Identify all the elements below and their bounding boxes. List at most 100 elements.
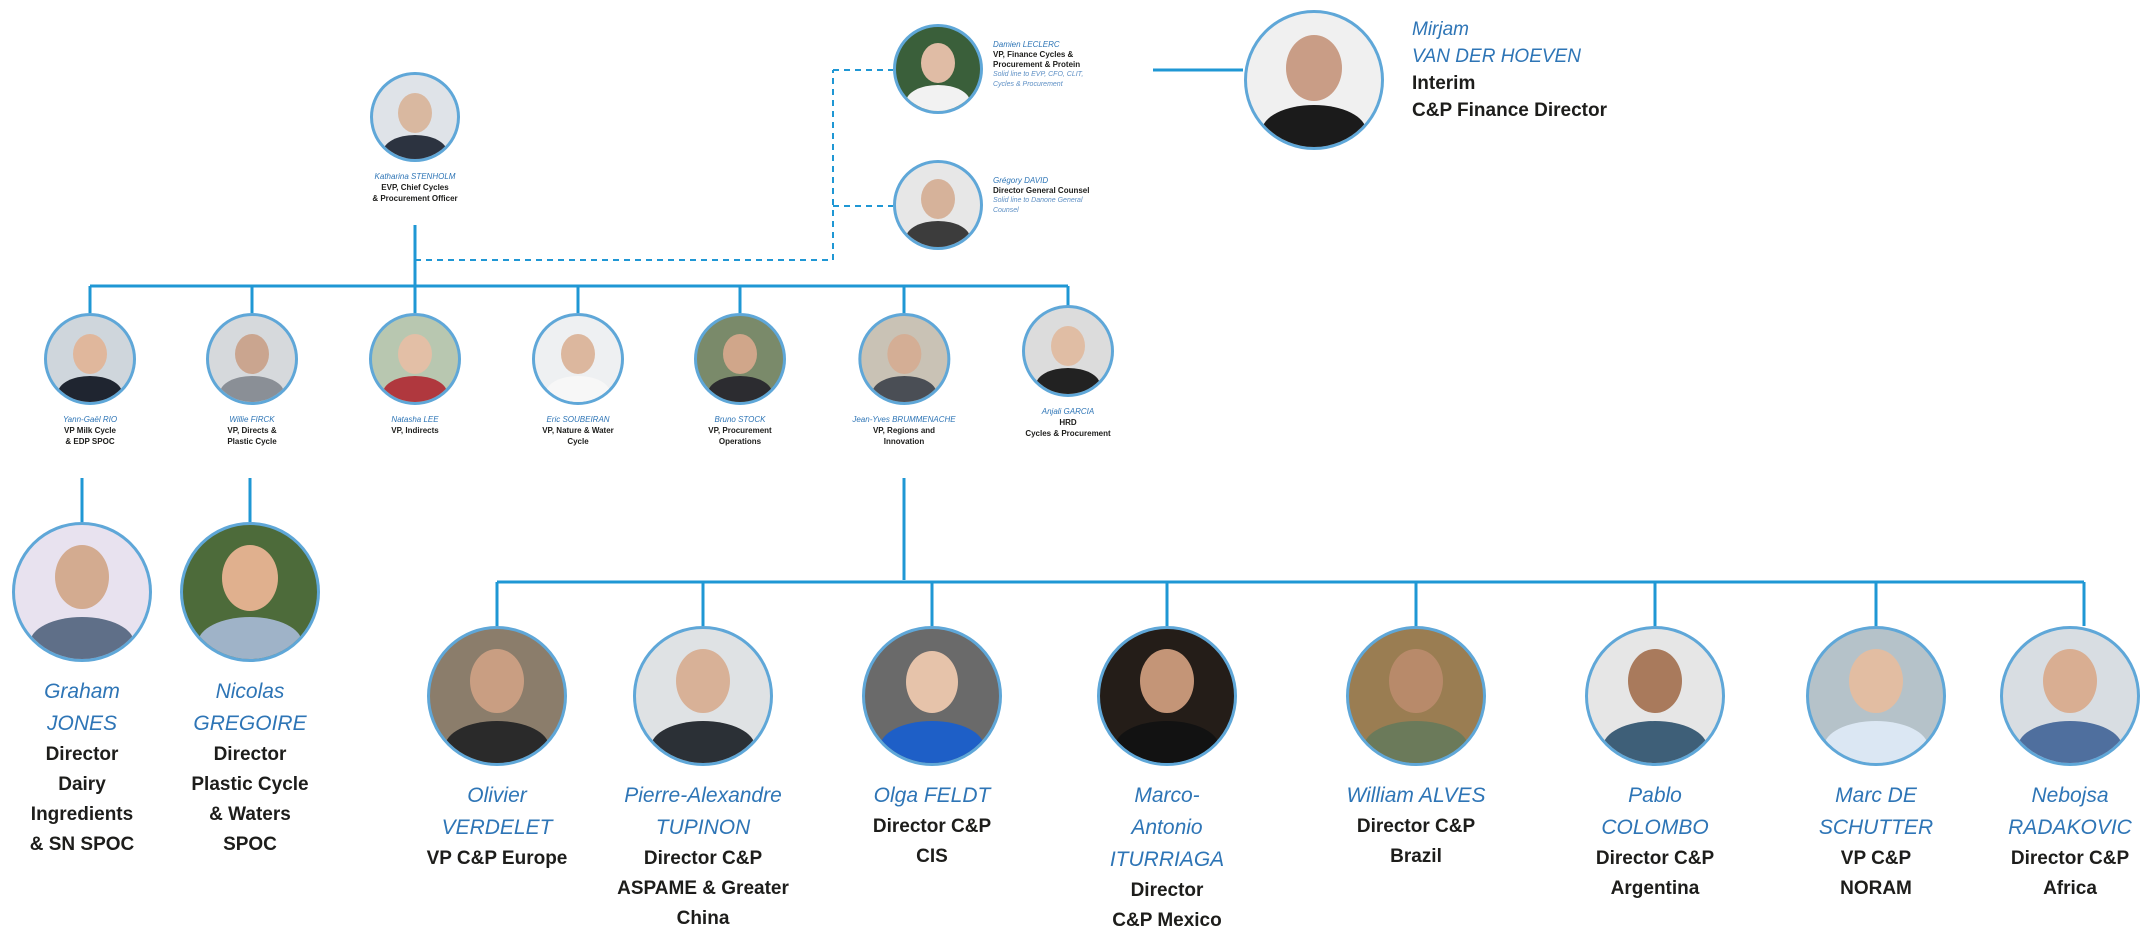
person-name: Antonio xyxy=(1131,816,1203,839)
person-name: Pablo xyxy=(1628,784,1682,807)
person-role: C&P Mexico xyxy=(1112,910,1222,931)
person-note: Solid line to Danone General xyxy=(993,197,1083,204)
person-region-1: Olivier VERDELET VP C&P Europe xyxy=(397,626,597,874)
person-role: Cycles & Procurement xyxy=(1025,429,1111,438)
person-role: Director C&P xyxy=(1356,816,1476,837)
person-nicolas: Nicolas GREGOIRE Director Plastic Cycle … xyxy=(160,522,340,860)
person-role: VP, Procurement xyxy=(708,426,772,435)
avatar xyxy=(1244,10,1384,150)
person-name: Marco- xyxy=(1134,784,1200,807)
person-role: Argentina xyxy=(1610,878,1700,899)
person-note: Cycles & Procurement xyxy=(993,81,1063,88)
avatar xyxy=(369,313,461,405)
avatar xyxy=(862,626,1002,766)
person-role: Director xyxy=(1130,880,1204,901)
person-note: Solid line to EVP, CFO, CLIT, xyxy=(993,71,1084,78)
person-region-4: Marco- Antonio ITURRIAGA Director C&P Me… xyxy=(1067,626,1267,936)
avatar xyxy=(633,626,773,766)
mirjam-text: Mirjam VAN DER HOEVEN Interim C&P Financ… xyxy=(1412,16,1607,124)
avatar xyxy=(893,160,983,250)
person-name: Olivier xyxy=(467,784,527,807)
avatar xyxy=(2000,626,2140,766)
person-name: Grégory DAVID xyxy=(993,176,1049,185)
person-region-5: William ALVES Director C&P Brazil xyxy=(1316,626,1516,872)
person-name: Graham xyxy=(44,680,120,703)
person-role: & SN SPOC xyxy=(29,834,135,855)
person-role: Africa xyxy=(2043,878,2097,899)
person-role: Procurement & Protein xyxy=(993,60,1081,69)
person-name: TUPINON xyxy=(655,816,751,839)
person-name: JONES xyxy=(46,712,117,735)
person-name: SCHUTTER xyxy=(1818,816,1934,839)
person-name: Yann-Gaël RIO xyxy=(62,415,118,424)
person-name: COLOMBO xyxy=(1601,816,1709,839)
person-vp-2: Willie FIRCK VP, Directs & Plastic Cycle xyxy=(206,313,298,447)
person-vp-1: Yann-Gaël RIO VP Milk Cycle & EDP SPOC xyxy=(44,313,136,447)
avatar xyxy=(858,313,950,405)
person-role: Interim xyxy=(1412,73,1476,94)
person-vp-3: Natasha LEE VP, Indirects xyxy=(369,313,461,436)
person-role: EVP, Chief Cycles xyxy=(381,183,449,192)
person-damien xyxy=(893,24,983,114)
person-vp-7: Anjali GARCIA HRD Cycles & Procurement xyxy=(1022,305,1114,439)
person-name: Pierre-Alexandre xyxy=(624,784,782,807)
person-name: Nicolas xyxy=(215,680,285,703)
person-region-3: Olga FELDT Director C&P CIS xyxy=(832,626,1032,872)
person-name: Bruno STOCK xyxy=(714,415,766,424)
gregory-text: Grégory DAVID Director General Counsel S… xyxy=(993,176,1089,216)
person-note: Counsel xyxy=(993,207,1019,214)
person-role: VP, Directs & xyxy=(227,426,277,435)
person-role: Director C&P xyxy=(2010,848,2130,869)
person-vp-4: Eric SOUBEIRAN VP, Nature & Water Cycle xyxy=(532,313,624,447)
avatar xyxy=(12,522,152,662)
person-role: NORAM xyxy=(1840,878,1912,899)
person-role: Plastic Cycle xyxy=(191,774,309,795)
avatar xyxy=(206,313,298,405)
avatar xyxy=(694,313,786,405)
person-role: Director C&P xyxy=(1595,848,1715,869)
person-role: VP, Finance Cycles & xyxy=(993,50,1074,59)
person-role: China xyxy=(676,908,730,929)
person-role: & Waters xyxy=(209,804,291,825)
person-name: Olga FELDT xyxy=(873,784,991,807)
person-role: CIS xyxy=(916,846,948,867)
avatar xyxy=(1806,626,1946,766)
person-name: Nebojsa xyxy=(2031,784,2109,807)
person-name: Anjali GARCIA xyxy=(1041,407,1095,416)
avatar xyxy=(1346,626,1486,766)
avatar xyxy=(1585,626,1725,766)
person-role: & EDP SPOC xyxy=(65,437,115,446)
person-name: Damien LECLERC xyxy=(993,40,1060,49)
person-name: VERDELET xyxy=(441,816,553,839)
person-role: ASPAME & Greater xyxy=(617,878,789,899)
person-name: Natasha LEE xyxy=(391,415,439,424)
person-role: C&P Finance Director xyxy=(1412,100,1607,121)
person-name: William ALVES xyxy=(1346,784,1486,807)
person-name: GREGOIRE xyxy=(193,712,307,735)
avatar xyxy=(427,626,567,766)
avatar xyxy=(370,72,460,162)
person-region-2: Pierre-Alexandre TUPINON Director C&P AS… xyxy=(588,626,818,934)
person-gregory xyxy=(893,160,983,250)
person-role: VP, Regions and xyxy=(872,426,936,435)
person-role: VP C&P xyxy=(1840,848,1912,869)
person-name: Mirjam xyxy=(1412,19,1469,40)
avatar xyxy=(1022,305,1114,397)
person-name: Willie FIRCK xyxy=(229,415,275,424)
person-name: RADAKOVIC xyxy=(2008,816,2132,839)
person-role: VP Milk Cycle xyxy=(64,426,116,435)
person-region-7: Marc DE SCHUTTER VP C&P NORAM xyxy=(1776,626,1976,904)
damien-text: Damien LECLERC VP, Finance Cycles & Proc… xyxy=(993,40,1083,90)
person-role: VP C&P Europe xyxy=(426,848,568,869)
person-role: VP, Indirects xyxy=(391,426,439,435)
person-role: & Procurement Officer xyxy=(372,194,458,203)
person-role: Brazil xyxy=(1390,846,1442,867)
person-role: Director General Counsel xyxy=(993,186,1090,195)
person-name: Katharina STENHOLM xyxy=(374,172,456,181)
person-name: Eric SOUBEIRAN xyxy=(546,415,610,424)
person-name: ITURRIAGA xyxy=(1109,848,1225,871)
person-vp-6: Jean-Yves BRUMMENACHE VP, Regions and In… xyxy=(852,313,956,447)
person-name: Jean-Yves BRUMMENACHE xyxy=(852,415,956,424)
person-mirjam xyxy=(1244,10,1384,150)
